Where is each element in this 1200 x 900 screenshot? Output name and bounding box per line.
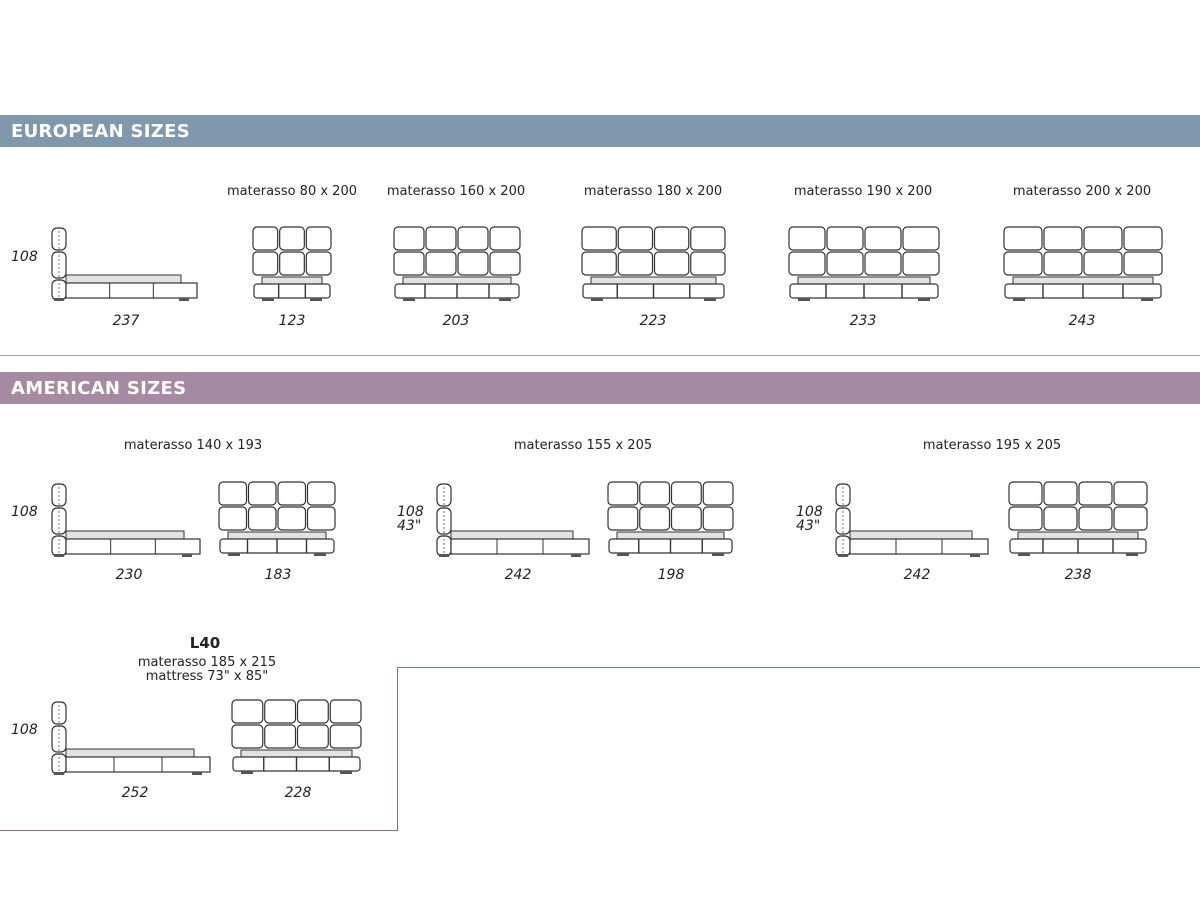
- am-height-in-2: 43": [796, 518, 821, 534]
- am-front-view-0: [218, 481, 336, 556]
- section-divider: [0, 355, 1200, 356]
- am-group-label-0: materasso 140 x 193: [123, 438, 263, 453]
- l40-height: 108: [11, 722, 38, 738]
- eu-front-view-2: [581, 226, 726, 301]
- eu-front-label-0: materasso 80 x 200: [227, 184, 357, 199]
- am-group-label-1: materasso 155 x 205: [513, 438, 653, 453]
- eu-side-length: 237: [112, 313, 140, 329]
- l40-box-bottom-border: [0, 830, 397, 831]
- am-height-2: 108: [796, 504, 823, 520]
- l40-mattress-in: mattress 73" x 85": [145, 669, 269, 684]
- eu-front-view-0: [252, 226, 332, 301]
- l40-side-view: [51, 701, 211, 775]
- eu-front-label-1: materasso 160 x 200: [386, 184, 526, 199]
- l40-mattress-cm: materasso 185 x 215: [137, 655, 277, 670]
- am-width-2: 238: [1064, 567, 1092, 583]
- l40-box-top-border: [397, 667, 1200, 668]
- am-front-view-1: [607, 481, 734, 556]
- eu-front-width-4: 243: [1068, 313, 1096, 329]
- l40-code: L40: [189, 634, 221, 652]
- am-length-1: 242: [504, 567, 532, 583]
- am-height-in-1: 43": [397, 518, 422, 534]
- am-side-view-1: [436, 483, 590, 557]
- american-sizes-title: AMERICAN SIZES: [11, 378, 187, 399]
- eu-side-height: 108: [11, 249, 38, 265]
- eu-front-view-1: [393, 226, 521, 301]
- am-length-0: 230: [115, 567, 143, 583]
- am-front-view-2: [1008, 481, 1148, 556]
- eu-front-view-3: [788, 226, 940, 301]
- am-length-2: 242: [903, 567, 931, 583]
- am-group-label-2: materasso 195 x 205: [922, 438, 1062, 453]
- eu-front-label-3: materasso 190 x 200: [793, 184, 933, 199]
- eu-front-view-4: [1003, 226, 1163, 301]
- l40-length: 252: [121, 785, 149, 801]
- eu-front-width-0: 123: [278, 313, 306, 329]
- l40-width: 228: [284, 785, 312, 801]
- european-sizes-header: EUROPEAN SIZES: [0, 115, 1200, 147]
- eu-front-label-4: materasso 200 x 200: [1012, 184, 1152, 199]
- eu-front-width-2: 223: [639, 313, 667, 329]
- american-sizes-header: AMERICAN SIZES: [0, 372, 1200, 404]
- l40-box-right-border: [397, 667, 398, 831]
- eu-front-width-3: 233: [849, 313, 877, 329]
- am-side-view-0: [51, 483, 201, 557]
- european-sizes-title: EUROPEAN SIZES: [11, 121, 190, 142]
- eu-side-view: [51, 227, 198, 301]
- am-height-0: 108: [11, 504, 38, 520]
- am-width-0: 183: [264, 567, 292, 583]
- am-height-1: 108: [397, 504, 424, 520]
- am-side-view-2: [835, 483, 989, 557]
- eu-front-width-1: 203: [442, 313, 470, 329]
- l40-front-view: [231, 699, 362, 774]
- am-width-1: 198: [657, 567, 685, 583]
- eu-front-label-2: materasso 180 x 200: [583, 184, 723, 199]
